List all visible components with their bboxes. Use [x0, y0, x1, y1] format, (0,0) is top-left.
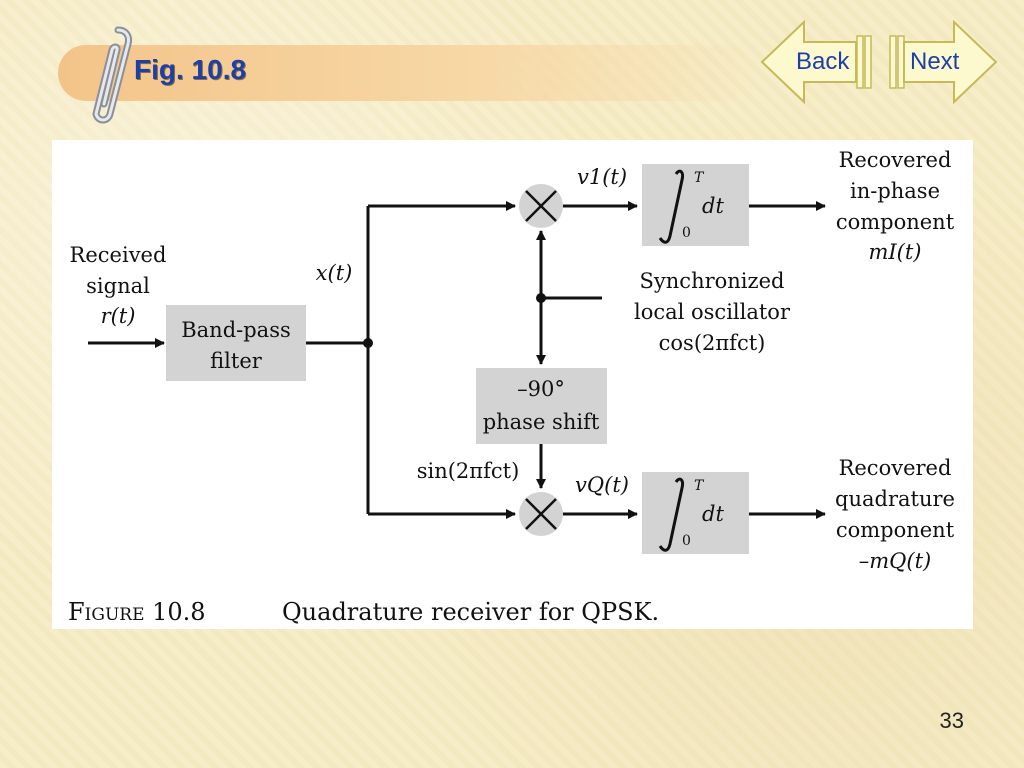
vq-t-label: vQ(t) — [575, 473, 629, 497]
out-i-label-3: component — [836, 210, 955, 234]
integrator-block-lower — [642, 472, 749, 554]
phase-shift-block — [476, 368, 607, 444]
multiplier-upper-icon — [519, 184, 563, 228]
figure-panel: Received signal r(t) Band-pass filter x(… — [52, 140, 973, 629]
oscillator-label-1: Synchronized — [640, 269, 785, 293]
out-q-label-3: component — [836, 518, 955, 542]
dt-label-2: dt — [702, 502, 724, 526]
out-i-label-2: in-phase — [850, 179, 940, 203]
paperclip-icon — [92, 26, 132, 124]
received-label-3: r(t) — [101, 304, 136, 328]
integral-upper-limit-2: T — [694, 478, 705, 494]
signal-lines — [88, 201, 826, 519]
bpf-label-2: filter — [210, 349, 263, 373]
oscillator-label-3: cos(2πfct) — [659, 331, 766, 355]
figure-caption-label: Figure 10.8 — [68, 598, 206, 626]
out-q-label-1: Recovered — [839, 456, 952, 480]
phase-shift-label-1: –90° — [517, 377, 565, 401]
phase-shift-label-2: phase shift — [483, 410, 600, 434]
split-junction-dot — [363, 338, 373, 348]
out-i-label-4: mI(t) — [868, 240, 921, 264]
integrator-block-upper — [642, 164, 749, 246]
next-arrow-icon — [889, 19, 998, 105]
page-number: 33 — [939, 708, 964, 733]
integral-upper-icon — [658, 169, 684, 244]
x-t-label: x(t) — [316, 261, 353, 285]
receiver-diagram: Received signal r(t) Band-pass filter x(… — [68, 148, 955, 626]
out-q-label-4: –mQ(t) — [859, 549, 931, 573]
dt-label-1: dt — [702, 194, 724, 218]
oscillator-junction-dot — [536, 293, 546, 303]
out-i-label-1: Recovered — [839, 148, 952, 172]
v1-t-label: v1(t) — [577, 165, 627, 189]
bandpass-filter-block — [166, 305, 306, 381]
back-button[interactable]: Back — [760, 19, 878, 105]
integral-lower-limit-1: 0 — [682, 225, 691, 241]
next-button[interactable]: Next — [884, 19, 998, 105]
multiplier-lower-icon — [519, 492, 563, 536]
back-arrow-icon — [760, 19, 872, 105]
integral-lower-icon — [658, 477, 684, 552]
sin-label: sin(2πfct) — [417, 459, 520, 483]
received-label-2: signal — [86, 274, 150, 298]
figure-caption-text: Quadrature receiver for QPSK. — [282, 598, 659, 626]
integral-upper-limit-1: T — [694, 170, 705, 186]
received-label-1: Received — [70, 243, 167, 267]
slide-title: Fig. 10.8 — [134, 54, 247, 85]
next-label: Next — [910, 48, 960, 75]
integral-lower-limit-2: 0 — [682, 533, 691, 549]
title-bar — [58, 45, 758, 101]
bpf-label-1: Band-pass — [181, 318, 291, 342]
back-label: Back — [796, 48, 850, 75]
out-q-label-2: quadrature — [835, 487, 955, 511]
oscillator-label-2: local oscillator — [634, 300, 791, 324]
